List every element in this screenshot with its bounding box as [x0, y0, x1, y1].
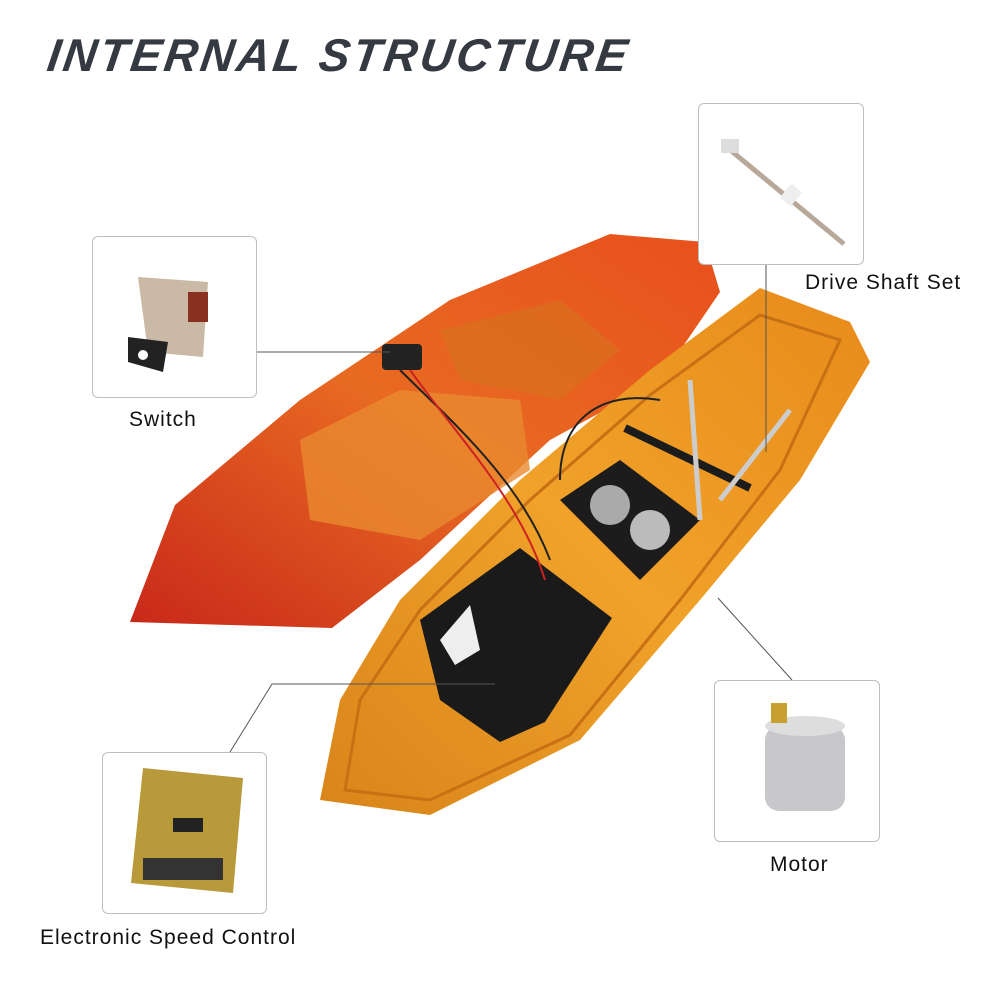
- switch-icon: [128, 277, 208, 372]
- leader-lines: [229, 263, 793, 753]
- motor-thumbnail: [714, 680, 880, 842]
- motor-mount: [560, 379, 792, 580]
- switch-part: [382, 344, 661, 581]
- switch-thumbnail: [92, 236, 257, 398]
- drive-shaft-icon: [721, 139, 846, 246]
- drive-shaft-thumbnail: [698, 103, 864, 265]
- circuit-board-icon: [131, 768, 243, 893]
- esc-housing: [420, 548, 612, 742]
- drive-shaft-label: Drive Shaft Set: [805, 271, 962, 294]
- red-hull: [130, 234, 720, 628]
- esc-thumbnail: [102, 752, 267, 914]
- esc-label: Electronic Speed Control: [40, 926, 297, 949]
- motor-icon: [765, 703, 845, 811]
- motor-label: Motor: [770, 853, 829, 876]
- switch-label: Switch: [129, 408, 197, 431]
